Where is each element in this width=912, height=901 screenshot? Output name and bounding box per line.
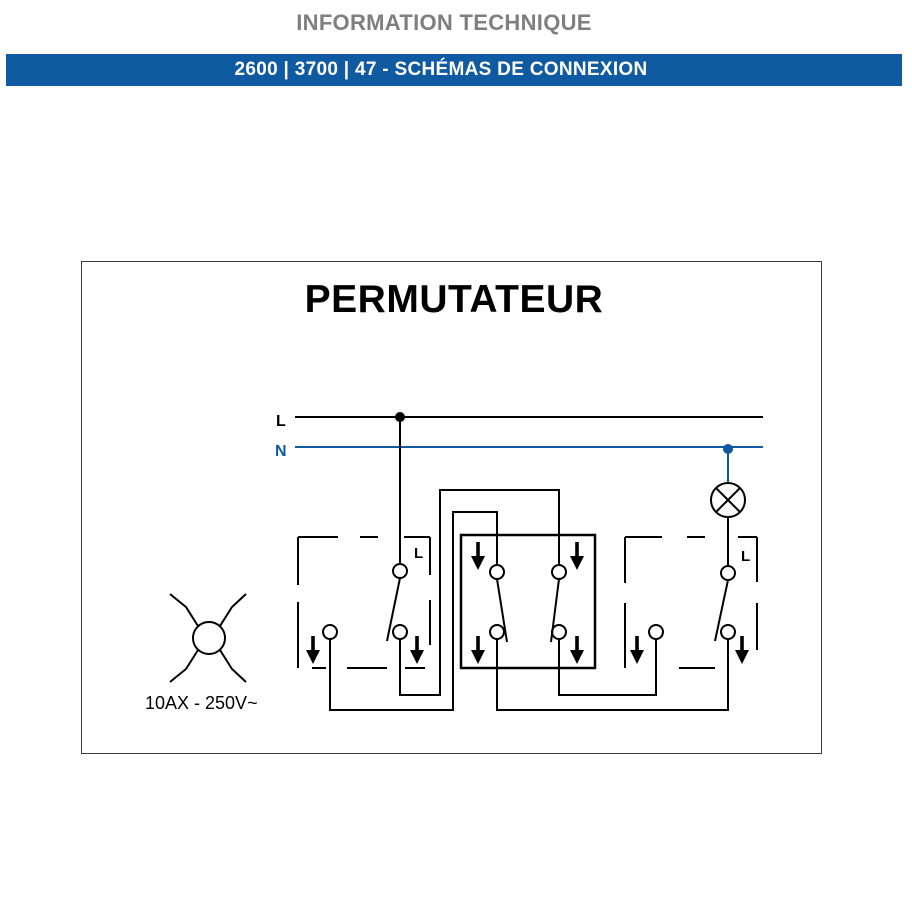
lamp-icon [710,482,746,518]
arrow-down-icon [306,636,320,664]
light-fixture-icon [169,593,247,683]
diagram-panel [81,261,822,754]
right-switch-terminal-top [720,565,736,581]
arrow-down-icon [410,636,424,664]
document-subtitle-bar: 2600 | 3700 | 47 - SCHÉMAS DE CONNEXION [6,54,902,86]
left-switch-terminal-label: L [414,545,423,562]
line-label: L [276,413,286,430]
left-switch-lever [386,577,401,642]
right-switch-terminal-label: L [741,548,750,565]
left-switch-terminal-top [392,563,408,579]
intermediate-switch-housing [459,533,597,670]
intermediate-terminal-top-left [489,564,505,580]
right-switch-terminal-right [720,624,736,640]
arrow-down-icon [471,542,485,570]
intermediate-lever-right [550,578,560,643]
arrow-down-icon [630,636,644,664]
right-switch-housing [624,536,758,669]
intermediate-terminal-top-right [551,564,567,580]
intermediate-terminal-bottom-right [551,624,567,640]
neutral-label: N [275,443,287,460]
document-subtitle: 2600 | 3700 | 47 - SCHÉMAS DE CONNEXION [234,59,648,80]
right-switch-lever [714,579,729,642]
arrow-down-icon [570,542,584,570]
traveller-wires [329,489,729,711]
right-switch-terminal-left [648,624,664,640]
left-switch-terminal-left [322,624,338,640]
rating-label: 10AX - 250V~ [145,693,258,713]
arrow-down-icon [735,636,749,664]
left-switch-terminal-right [392,624,408,640]
intermediate-terminal-bottom-left [489,624,505,640]
arrow-down-icon [471,636,485,664]
diagram-title: PERMUTATEUR [304,278,604,321]
arrow-down-icon [570,636,584,664]
document-title: INFORMATION TECHNIQUE [296,10,592,35]
intermediate-lever-left [496,578,508,643]
left-switch-housing [297,536,431,669]
